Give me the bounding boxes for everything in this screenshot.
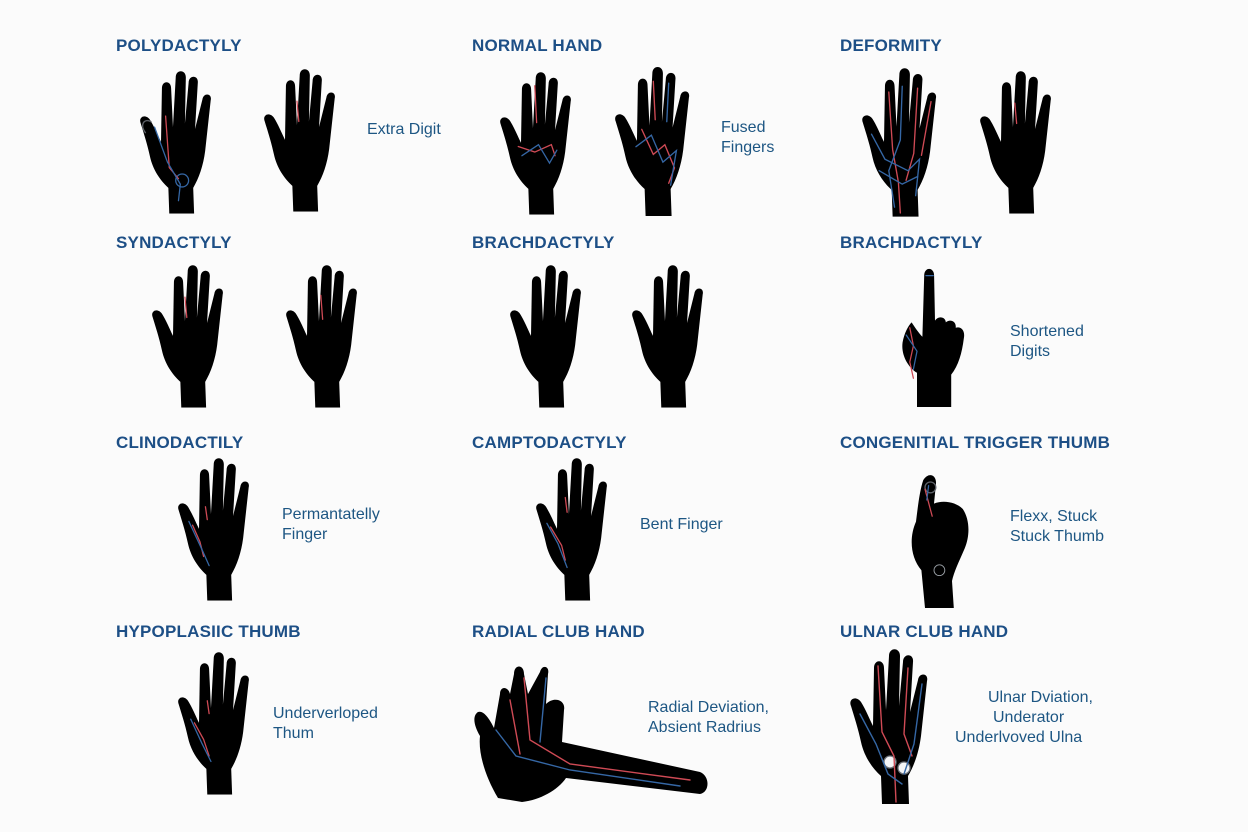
panel-title: BRACHDACTYLY <box>472 233 615 252</box>
radial-club-forearm <box>470 644 710 804</box>
brachdactyly-hand-right <box>630 256 722 412</box>
syndactyly-hand-right <box>284 256 376 412</box>
panel-title: CONGENITIAL TRIGGER THUMB <box>840 433 1111 452</box>
brachdactyly-hand-left <box>508 256 600 412</box>
panel-title: POLYDACTYLY <box>116 36 242 55</box>
panel-title: CLINODACTILY <box>116 433 244 452</box>
panel-label: Extra Digit <box>367 121 441 138</box>
shortened-digits-hand <box>890 254 980 416</box>
polydactyly-hand-left <box>138 62 230 218</box>
panel-label: Radial Deviation,Absient Radrius <box>648 699 769 736</box>
normal-hand-left <box>498 66 590 216</box>
bent-finger-hand <box>534 452 626 602</box>
polydactyly-hand-right <box>262 60 354 216</box>
syndactyly-hand-left <box>150 256 242 412</box>
fused-fingers-hand <box>612 62 710 216</box>
panel-title: NORMAL HAND <box>472 36 603 55</box>
panel-title: DEFORMITY <box>840 36 942 55</box>
trigger-thumb-hand <box>898 460 988 612</box>
panel-label: Bent Finger <box>640 516 723 533</box>
panel-title: HYPOPLASIIC THUMB <box>116 622 301 641</box>
clinodactily-hand <box>176 452 268 602</box>
panel-title: RADIAL CLUB HAND <box>472 622 645 641</box>
deformity-hand-right <box>978 62 1070 218</box>
panel-title: BRACHDACTYLY <box>840 233 983 252</box>
deformity-hand-left <box>860 62 956 218</box>
panel-title: SYNDACTYLY <box>116 233 232 252</box>
ulnar-club-hand <box>848 644 948 804</box>
panel-title: CAMPTODACTYLY <box>472 433 627 452</box>
panel-title: ULNAR CLUB HAND <box>840 622 1009 641</box>
hypoplasiic-thumb-hand <box>176 646 268 796</box>
